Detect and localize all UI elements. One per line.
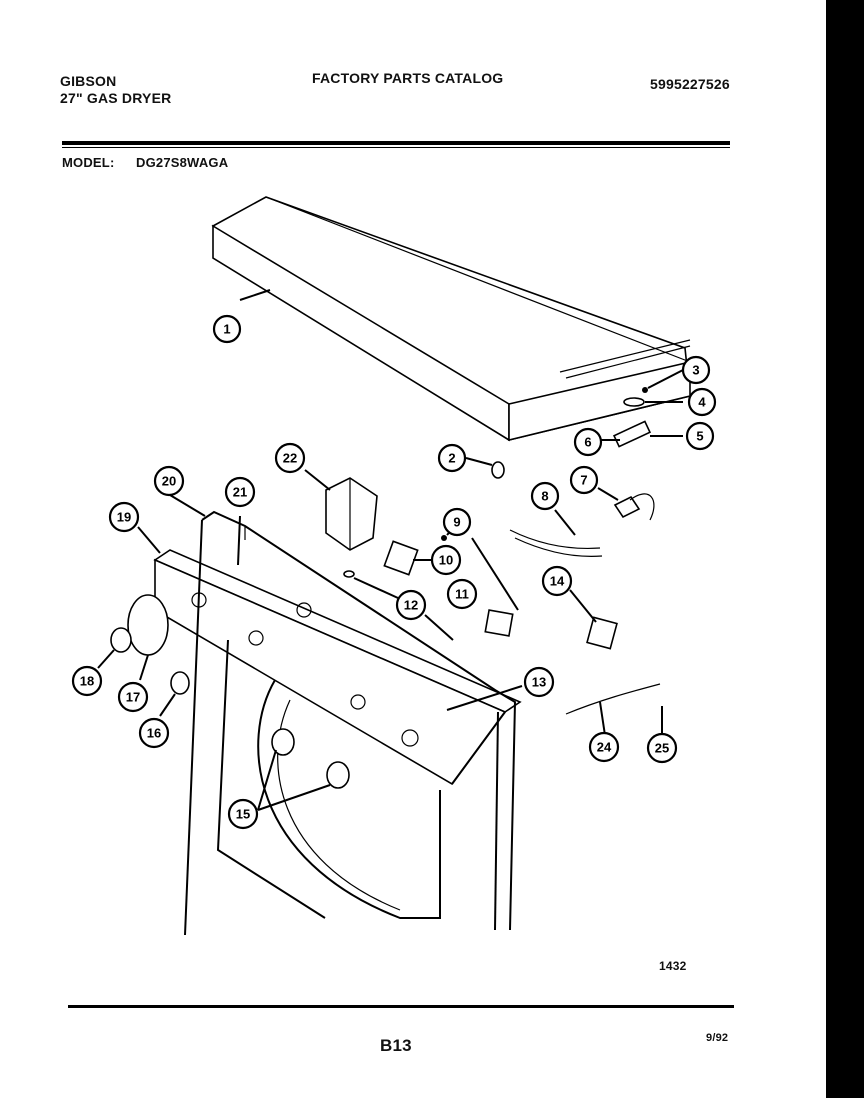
callout-10: 10 — [430, 544, 462, 576]
catalog-title: FACTORY PARTS CATALOG — [312, 70, 504, 86]
svg-text:12: 12 — [404, 598, 418, 613]
svg-text:25: 25 — [655, 741, 669, 756]
callout-21: 21 — [224, 476, 256, 508]
small-parts — [137, 289, 684, 743]
figure-number: 1432 — [659, 959, 687, 973]
header-rule — [62, 141, 730, 145]
callout-22: 22 — [274, 442, 306, 474]
svg-text:5: 5 — [696, 429, 703, 444]
svg-text:4: 4 — [698, 395, 706, 410]
callout-3: 3 — [681, 355, 711, 385]
callout-6: 6 — [573, 427, 603, 457]
svg-text:7: 7 — [580, 473, 587, 488]
timer-assembly — [304, 469, 378, 551]
knob-parts — [257, 728, 350, 811]
callout-11: 11 — [446, 578, 478, 610]
callout-12: 12 — [395, 589, 427, 621]
svg-text:6: 6 — [584, 435, 591, 450]
svg-text:17: 17 — [126, 690, 140, 705]
svg-text:15: 15 — [236, 807, 250, 822]
exploded-parts-diagram: 1 2 3 4 5 6 7 8 9 10 11 12 13 14 15 16 1… — [71, 196, 717, 936]
callout-9: 9 — [442, 507, 472, 537]
brand-name: GIBSON — [60, 73, 117, 89]
callout-20: 20 — [153, 465, 185, 497]
callout-8: 8 — [530, 481, 560, 511]
callout-13: 13 — [523, 666, 555, 698]
callout-25: 25 — [646, 732, 678, 764]
callout-14: 14 — [541, 565, 573, 597]
svg-text:22: 22 — [283, 451, 297, 466]
footer-rule — [68, 1005, 734, 1008]
svg-text:1: 1 — [223, 322, 230, 337]
control-console — [153, 549, 522, 786]
svg-text:9: 9 — [453, 515, 460, 530]
print-date: 9/92 — [706, 1032, 729, 1044]
front-panel — [184, 510, 517, 936]
callout-19: 19 — [108, 501, 140, 533]
header-rule-thin — [62, 147, 730, 148]
svg-text:18: 18 — [80, 674, 94, 689]
svg-text:8: 8 — [541, 489, 548, 504]
model-label: MODEL: — [62, 155, 115, 170]
svg-text:10: 10 — [439, 553, 453, 568]
callout-16: 16 — [138, 717, 170, 749]
callout-4: 4 — [687, 387, 717, 417]
callout-2: 2 — [437, 443, 467, 473]
callout-1: 1 — [212, 314, 242, 344]
callout-18: 18 — [71, 665, 103, 697]
svg-text:13: 13 — [532, 675, 546, 690]
catalog-page: GIBSON 27" GAS DRYER FACTORY PARTS CATAL… — [0, 0, 826, 1098]
svg-text:19: 19 — [117, 510, 131, 525]
callout-24: 24 — [588, 731, 620, 763]
page-code: B13 — [380, 1036, 412, 1055]
svg-text:3: 3 — [692, 363, 699, 378]
product-name: 27" GAS DRYER — [60, 90, 172, 106]
svg-text:11: 11 — [455, 587, 469, 602]
svg-text:14: 14 — [550, 574, 565, 589]
catalog-number: 5995227526 — [650, 76, 730, 92]
model-number: DG27S8WAGA — [136, 155, 229, 170]
svg-text:21: 21 — [233, 485, 247, 500]
top-panel — [211, 196, 691, 442]
callout-17: 17 — [117, 681, 149, 713]
svg-text:20: 20 — [162, 474, 176, 489]
svg-text:24: 24 — [597, 740, 612, 755]
callout-5: 5 — [685, 421, 715, 451]
callout-15: 15 — [227, 798, 259, 830]
callout-7: 7 — [569, 465, 599, 495]
left-side-parts — [97, 594, 190, 717]
svg-text:16: 16 — [147, 726, 161, 741]
svg-text:2: 2 — [448, 451, 455, 466]
